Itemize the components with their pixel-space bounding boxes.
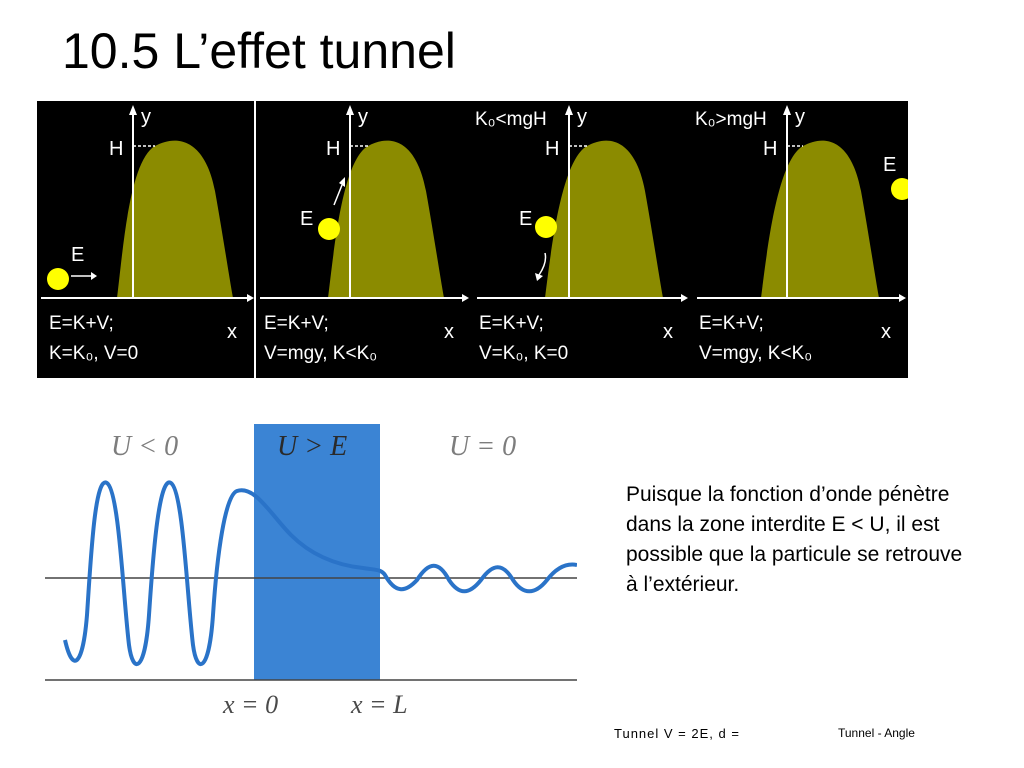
x-l-label: x = L xyxy=(350,690,408,719)
ball-icon xyxy=(535,216,557,238)
e-label: E xyxy=(300,208,313,230)
velocity-arrow xyxy=(333,184,343,206)
explanation-text: Puisque la fonction d’onde pénètre dans … xyxy=(626,483,963,596)
equation-line-1: E=K+V; xyxy=(699,313,764,334)
return-arrow xyxy=(538,252,547,276)
e-label: E xyxy=(883,154,896,176)
e-label: E xyxy=(71,244,84,266)
barrier-region xyxy=(254,424,380,680)
panel-1: y H E x E=K+V; K=K₀, V=0 xyxy=(37,101,254,378)
equation-line-2: K=K₀, V=0 xyxy=(49,343,138,364)
region-left-label: U < 0 xyxy=(111,431,178,462)
panel-header: K₀>mgH xyxy=(695,109,767,130)
y-label: y xyxy=(577,106,587,128)
region-right-label: U = 0 xyxy=(449,431,516,462)
hill-shape xyxy=(328,140,444,298)
e-label: E xyxy=(519,208,532,230)
x-zero-label: x = 0 xyxy=(222,690,278,719)
x-label: x xyxy=(663,321,673,343)
ball-icon xyxy=(47,268,69,290)
equation-line-1: E=K+V; xyxy=(49,313,114,334)
ball-icon xyxy=(318,218,340,240)
hill-shape xyxy=(761,140,879,298)
panel-header: K₀<mgH xyxy=(475,109,547,130)
h-label: H xyxy=(545,138,559,160)
hill-shape xyxy=(545,140,663,298)
equation-line-1: E=K+V; xyxy=(479,313,544,334)
hill-shape xyxy=(117,140,233,298)
region-barrier-label: U > E xyxy=(277,431,347,462)
ball-icon xyxy=(891,178,908,200)
x-label: x xyxy=(444,321,454,343)
hill-analogy-panels: y H E x E=K+V; K=K₀, V=0 y H E x E=K+V; … xyxy=(37,101,908,378)
y-label: y xyxy=(795,106,805,128)
y-label: y xyxy=(358,106,368,128)
tunneling-wave-figure: U < 0 U > E U = 0 x = 0 x = L xyxy=(45,415,578,720)
equation-line-2: V=K₀, K=0 xyxy=(479,343,568,364)
wave-function-curve xyxy=(63,480,578,666)
panel-divider xyxy=(254,101,256,378)
footer-link-tunnel-angle[interactable]: Tunnel - Angle xyxy=(838,726,915,740)
panel-4: K₀>mgH y H E x E=K+V; V=mgy, K<K₀ xyxy=(691,101,908,378)
x-label: x xyxy=(881,321,891,343)
h-label: H xyxy=(326,138,340,160)
panel-3: K₀<mgH y H E x E=K+V; V=K₀, K=0 xyxy=(471,101,691,378)
equation-line-2: V=mgy, K<K₀ xyxy=(264,343,377,364)
footer-link-tunnel-v[interactable]: Tunnel V = 2E, d = xyxy=(614,726,740,741)
page-title: 10.5 L’effet tunnel xyxy=(62,23,456,79)
equation-line-1: E=K+V; xyxy=(264,313,329,334)
x-label: x xyxy=(227,321,237,343)
h-label: H xyxy=(109,138,123,160)
y-label: y xyxy=(141,106,151,128)
equation-line-2: V=mgy, K<K₀ xyxy=(699,343,812,364)
panel-2: y H E x E=K+V; V=mgy, K<K₀ xyxy=(256,101,471,378)
h-label: H xyxy=(763,138,777,160)
